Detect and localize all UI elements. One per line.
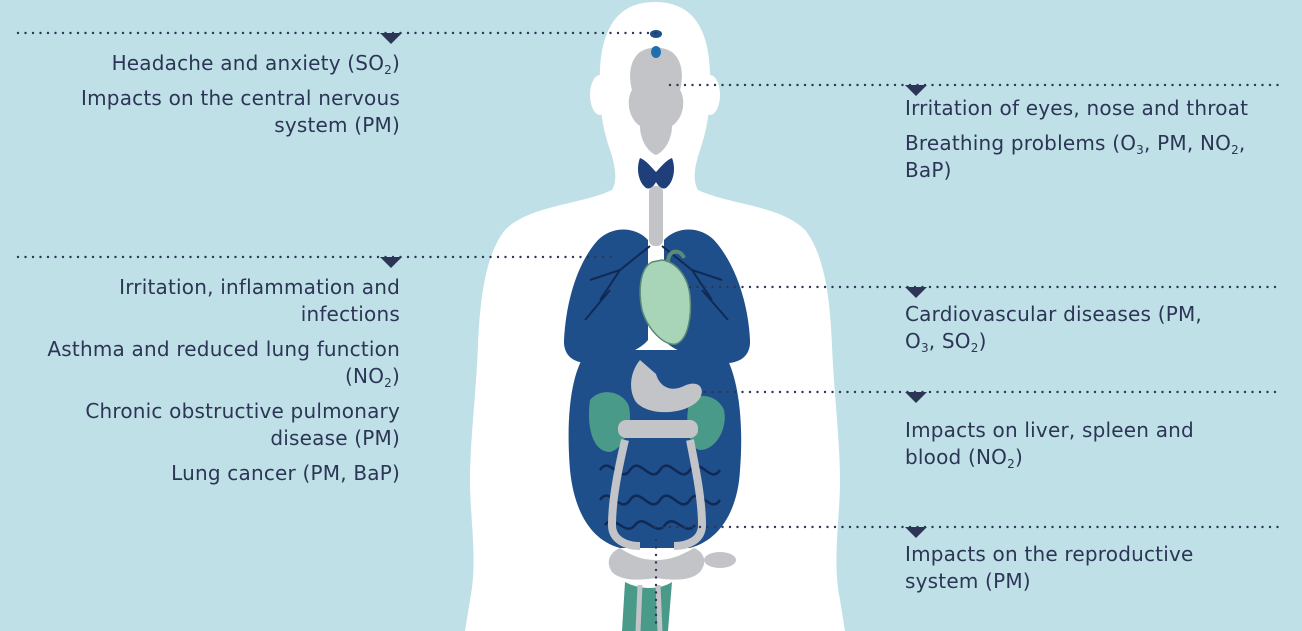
thyroid bbox=[638, 158, 674, 189]
effect-text: Irritation, inflammation and infections bbox=[119, 275, 400, 326]
nose-icon bbox=[651, 46, 661, 58]
effect-item: Breathing problems (O3, PM, NO2, BaP) bbox=[905, 130, 1275, 184]
subscript: 2 bbox=[384, 63, 392, 77]
effect-item: Irritation, inflammation and infections bbox=[30, 274, 400, 328]
effect-text: ) bbox=[978, 329, 987, 353]
effect-item: Asthma and reduced lung function (NO2) bbox=[30, 336, 400, 390]
marker-liver bbox=[905, 392, 927, 403]
marker-head bbox=[380, 33, 402, 44]
effect-item: Irritation of eyes, nose and throat bbox=[905, 95, 1275, 122]
spleen bbox=[687, 395, 725, 450]
effect-text: Impacts on the reproductive system (PM) bbox=[905, 542, 1194, 593]
effects-heart: Cardiovascular diseases (PM, O3, SO2) bbox=[905, 301, 1205, 363]
marker-lungs bbox=[380, 257, 402, 268]
effect-text: Impacts on the central nervous system (P… bbox=[81, 86, 400, 137]
subscript: 2 bbox=[970, 341, 979, 355]
trachea bbox=[649, 186, 663, 246]
leader-lines bbox=[16, 31, 1282, 627]
subscript: 3 bbox=[920, 341, 929, 355]
femur bbox=[635, 584, 663, 631]
pancreas bbox=[618, 420, 698, 438]
subscript: 2 bbox=[1007, 457, 1015, 471]
effect-text: Cardiovascular diseases (PM, O bbox=[905, 302, 1202, 353]
effect-text: Impacts on liver, spleen and blood (NO bbox=[905, 418, 1194, 469]
left-ear bbox=[590, 75, 610, 115]
effect-item: Impacts on the reproductive system (PM) bbox=[905, 541, 1225, 595]
effects-reproductive: Impacts on the reproductive system (PM) bbox=[905, 541, 1225, 603]
effect-text: ) bbox=[1014, 445, 1023, 469]
effects-liver: Impacts on liver, spleen and blood (NO2) bbox=[905, 417, 1215, 479]
effect-item: Headache and anxiety (SO2) bbox=[30, 50, 400, 77]
effect-text: Chronic obstructive pulmonary disease (P… bbox=[85, 399, 400, 450]
effect-item: Impacts on the central nervous system (P… bbox=[30, 85, 400, 139]
right-ear bbox=[700, 75, 720, 115]
subscript: 2 bbox=[384, 376, 392, 390]
stomach bbox=[631, 360, 702, 413]
effect-item: Cardiovascular diseases (PM, O3, SO2) bbox=[905, 301, 1205, 355]
effect-text: , SO bbox=[928, 329, 971, 353]
effect-text: Breathing problems (O bbox=[905, 131, 1137, 155]
ovary-right bbox=[704, 552, 736, 568]
effect-item: Chronic obstructive pulmonary disease (P… bbox=[30, 398, 400, 452]
nasal-cavity bbox=[628, 47, 684, 155]
marker-heart bbox=[905, 287, 927, 298]
liver bbox=[588, 392, 630, 452]
leg-muscles bbox=[622, 582, 672, 631]
marker-reproductive bbox=[905, 527, 927, 538]
subscript: 3 bbox=[1136, 143, 1144, 157]
reproductive-organs bbox=[608, 548, 705, 580]
heart bbox=[639, 259, 692, 345]
marker-eyes bbox=[905, 85, 927, 96]
effect-text: ) bbox=[391, 364, 400, 388]
effect-text: Asthma and reduced lung function (NO bbox=[47, 337, 400, 388]
subscript: 2 bbox=[1231, 143, 1239, 157]
effect-text: Irritation of eyes, nose and throat bbox=[905, 96, 1249, 120]
effect-item: Lung cancer (PM, BaP) bbox=[30, 460, 400, 487]
colon bbox=[607, 439, 707, 550]
effects-head: Headache and anxiety (SO2) Impacts on the… bbox=[30, 50, 400, 147]
effect-text: Lung cancer (PM, BaP) bbox=[171, 461, 400, 485]
effect-text: Headache and anxiety (SO bbox=[111, 51, 385, 75]
effect-text: , PM, NO bbox=[1144, 131, 1232, 155]
aorta bbox=[666, 249, 686, 263]
effect-item: Impacts on liver, spleen and blood (NO2) bbox=[905, 417, 1215, 471]
effect-text: ) bbox=[391, 51, 400, 75]
effect-text: , BaP) bbox=[905, 131, 1246, 182]
bronchi bbox=[584, 245, 729, 321]
markers bbox=[380, 33, 927, 538]
